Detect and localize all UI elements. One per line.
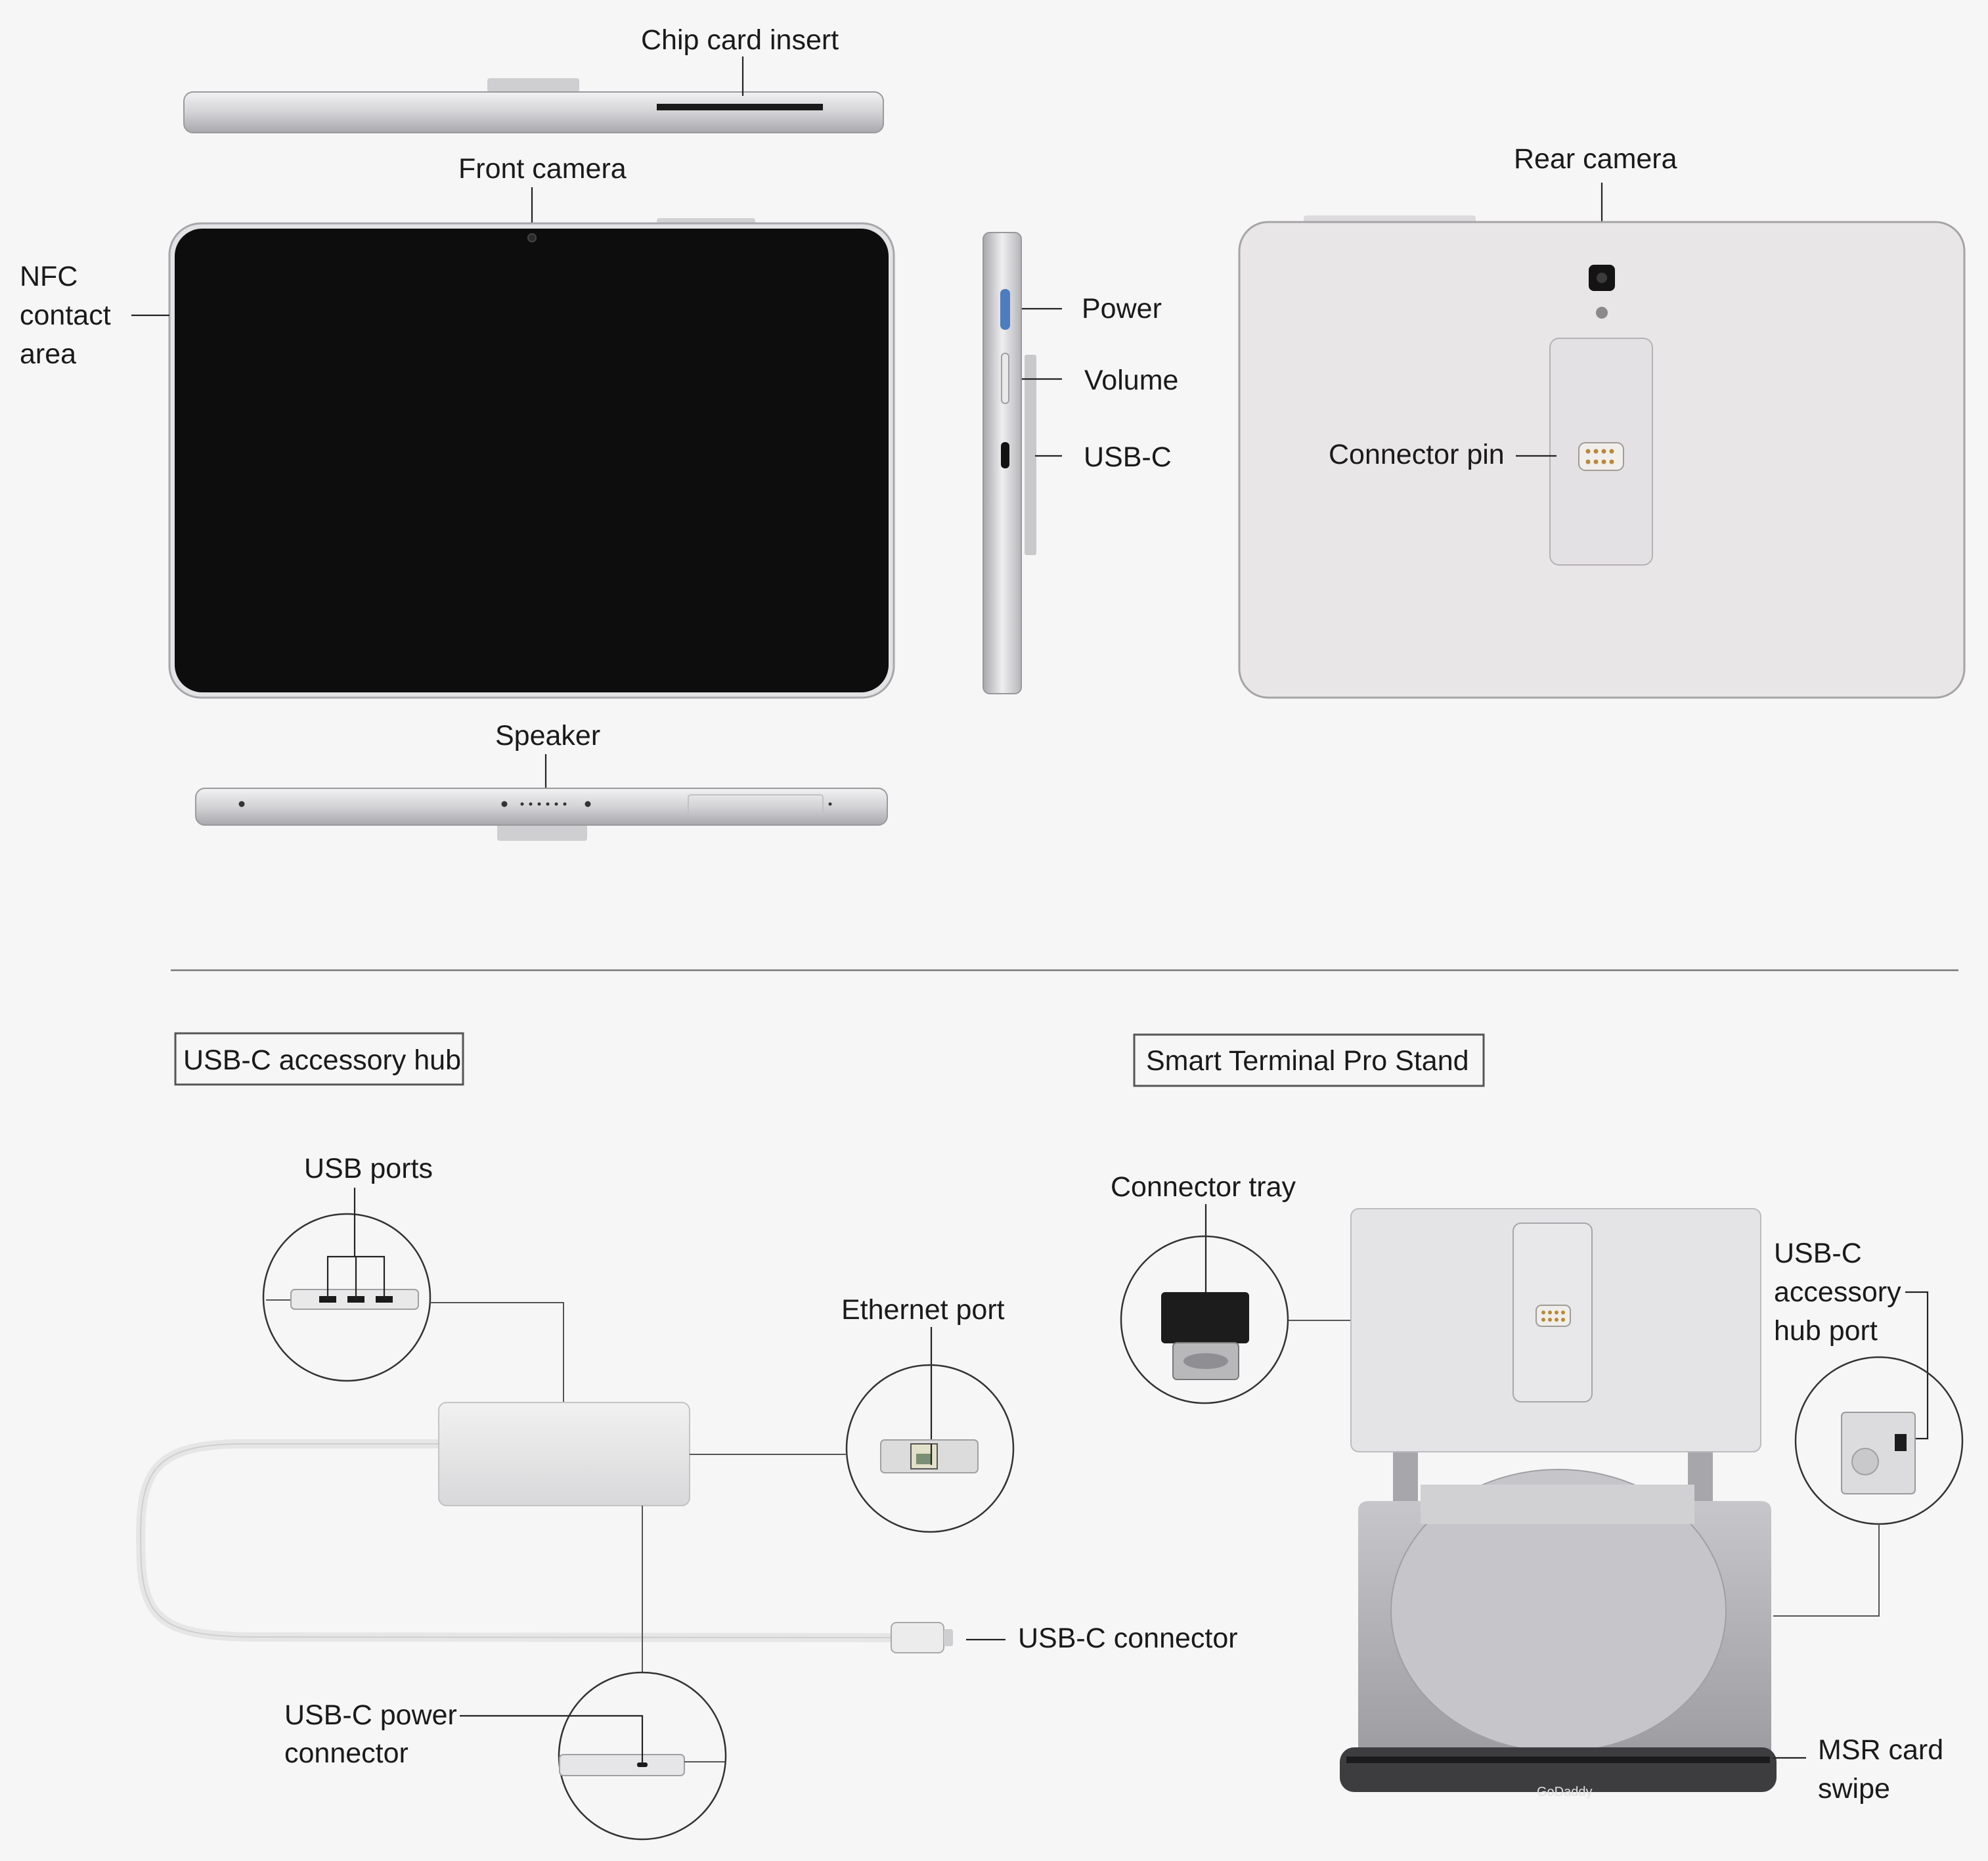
stand-brand: GoDaddy [1537, 1785, 1593, 1799]
usb-c-port [1001, 442, 1009, 468]
usb-c-connector-label: USB-C connector [1018, 1623, 1238, 1654]
connector-tray-callout [1120, 1235, 1289, 1404]
msr-label-line1: MSR card [1818, 1734, 1943, 1766]
chip-card-slot [657, 104, 823, 110]
nfc-label-line3: area [20, 338, 76, 370]
stand-title-box [1133, 1033, 1485, 1087]
connector-pin-block [1578, 442, 1624, 471]
nfc-label-line1: NFC [20, 261, 77, 292]
terminal-side [983, 232, 1036, 694]
usb-ports-callout [262, 1213, 431, 1382]
usb-c-power-label-line2: connector [284, 1738, 409, 1769]
speaker-grille [238, 801, 832, 807]
volume-button [1001, 353, 1009, 404]
power-label: Power [1082, 293, 1162, 325]
hub-title: USB-C accessory hub [183, 1044, 461, 1076]
terminal-screen [175, 229, 889, 692]
usb-c-plug [891, 1622, 944, 1653]
hub-body [136, 1402, 953, 1653]
terminal-rear [1238, 215, 1966, 699]
connector-pin-dots [1585, 449, 1614, 464]
speaker-label: Speaker [495, 720, 600, 751]
front-camera-label: Front camera [458, 153, 627, 185]
hub-port-callout [1794, 1356, 1964, 1525]
usb-ports-pointer [326, 1188, 386, 1299]
power-button [1000, 289, 1010, 330]
volume-label: Volume [1084, 365, 1178, 396]
hub-port-label-line1: USB-C [1774, 1238, 1862, 1269]
rear-camera-label: Rear camera [1514, 143, 1677, 175]
usb-ports-label: USB ports [304, 1153, 433, 1184]
front-camera-dot [527, 233, 537, 242]
connector-pin-label: Connector pin [1329, 439, 1505, 470]
hub-port-label-line2: accessory [1774, 1276, 1901, 1308]
hub-title-box [174, 1032, 464, 1086]
rear-flash [1596, 307, 1608, 319]
msr-swipe-slot [1346, 1757, 1770, 1763]
rear-camera-lens [1597, 273, 1607, 283]
terminal-bottom-edge [195, 788, 888, 841]
msr-label-line2: swipe [1818, 1773, 1890, 1805]
ethernet-port-label: Ethernet port [841, 1294, 1005, 1326]
usb-c-label: USB-C [1084, 441, 1172, 473]
stand-body: GoDaddy [1340, 1208, 1777, 1799]
terminal-top-edge [183, 78, 884, 133]
nfc-label-line2: contact [20, 300, 111, 331]
terminal-front [168, 218, 895, 699]
chip-card-insert-label: Chip card insert [641, 24, 839, 56]
usb-c-power-label-line1: USB-C power [284, 1699, 457, 1731]
ethernet-port-callout [845, 1364, 1015, 1533]
stand-title: Smart Terminal Pro Stand [1146, 1045, 1469, 1077]
hub-port-label-line3: hub port [1774, 1315, 1878, 1347]
connector-tray-label: Connector tray [1111, 1171, 1296, 1203]
